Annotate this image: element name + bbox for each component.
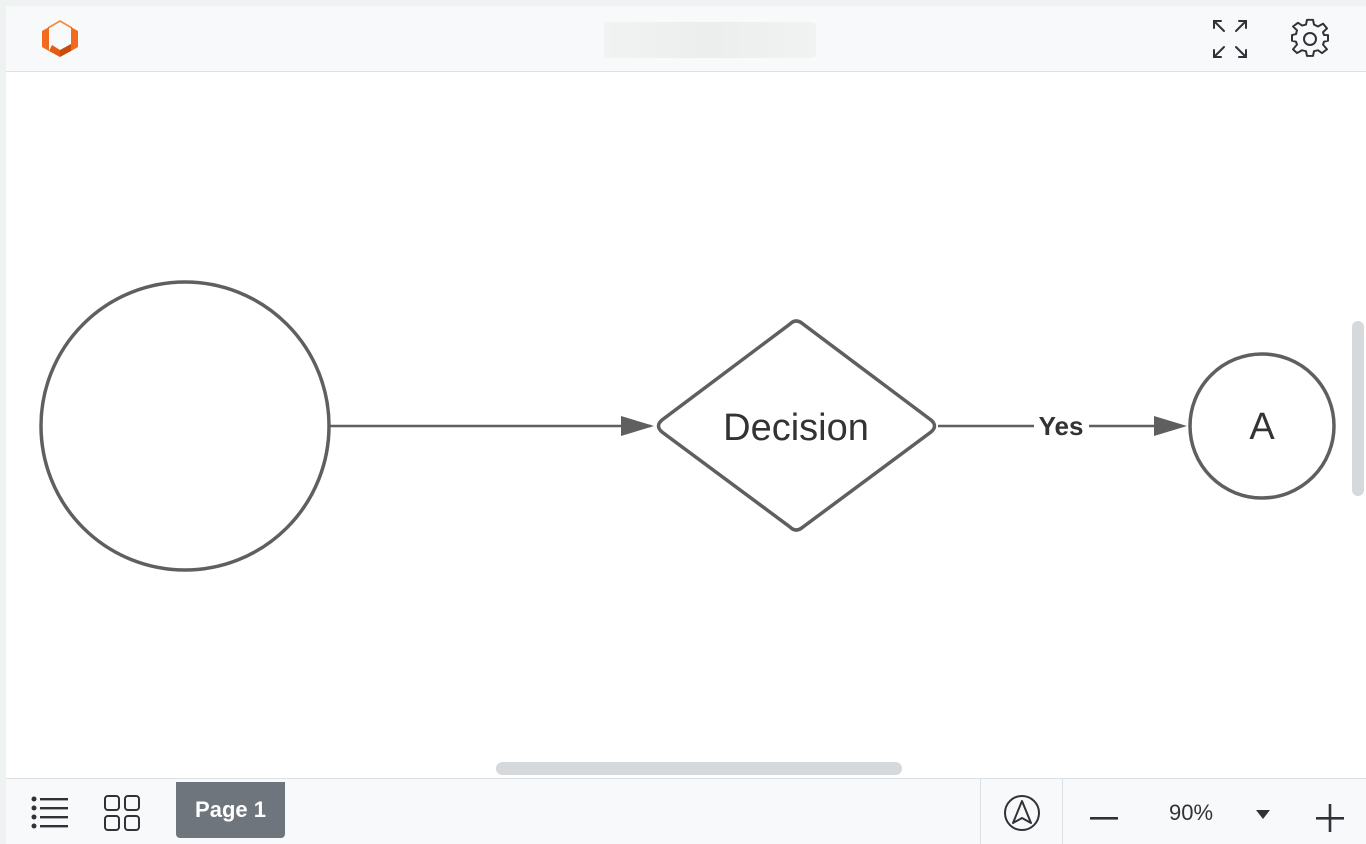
zoom-dropdown-button[interactable] [1248,799,1278,829]
plus-icon [1316,804,1344,832]
caret-down-icon [1256,810,1270,819]
app-logo-icon[interactable] [38,17,82,61]
vertical-scrollbar[interactable] [1352,321,1364,496]
decision-label: Decision [723,407,869,449]
zoom-in-button[interactable] [1308,791,1352,835]
horizontal-scrollbar[interactable] [496,762,902,775]
top-toolbar [6,6,1366,72]
toolbar-divider [980,779,981,844]
start-circle-shape[interactable] [39,280,331,572]
grid-icon [104,795,140,831]
expand-icon [1213,20,1247,58]
gear-icon [1291,18,1329,57]
connector-a-label: A [1249,406,1275,448]
edge-label-yes: Yes [1039,411,1084,441]
list-icon [31,796,68,829]
page-tab[interactable]: Page 1 [176,782,285,838]
arrowhead [1154,416,1187,436]
document-title[interactable] [604,22,816,58]
settings-button[interactable] [1288,18,1332,60]
app-frame: Decision Yes A [6,6,1366,844]
zoom-level-value[interactable]: 90% [1168,800,1214,825]
diagram-canvas[interactable]: Decision Yes A [6,72,1366,778]
fullscreen-button[interactable] [1208,18,1252,60]
bottom-toolbar: Page 1 90% [6,778,1366,844]
arrowhead [621,416,654,436]
toolbar-divider [1062,779,1063,844]
decision-diamond-shape[interactable] [656,319,937,532]
flowchart-diagram[interactable]: Decision Yes A [6,72,1366,778]
pages-grid-button[interactable] [100,791,144,835]
zoom-out-button[interactable] [1086,791,1122,835]
navigation-arrow-icon [1004,795,1040,831]
outline-button[interactable] [28,791,72,835]
minus-icon [1090,817,1118,820]
connector-a-shape[interactable] [1188,352,1336,500]
navigate-button[interactable] [1000,791,1044,835]
